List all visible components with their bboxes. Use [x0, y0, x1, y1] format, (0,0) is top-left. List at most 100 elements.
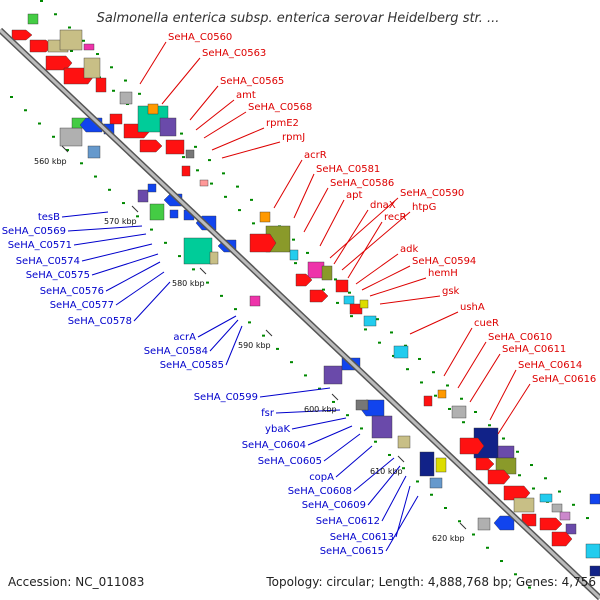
gene-label-forward[interactable]: cueR — [474, 318, 499, 329]
gene-feature[interactable] — [497, 445, 515, 459]
gene-feature[interactable] — [309, 289, 329, 303]
gene-feature[interactable] — [539, 517, 563, 531]
gene-feature[interactable] — [259, 211, 271, 223]
gene-feature[interactable] — [493, 515, 515, 531]
gene-feature[interactable] — [249, 233, 277, 253]
gene-label-reverse[interactable]: SeHA_C0615 — [320, 546, 384, 557]
gene-label-reverse[interactable]: SeHA_C0578 — [68, 316, 132, 327]
gene-feature[interactable] — [565, 523, 577, 535]
gene-label-forward[interactable]: hemH — [428, 268, 458, 279]
gene-label-forward[interactable]: SeHA_C0568 — [248, 102, 312, 113]
gene-label-reverse[interactable]: SeHA_C0577 — [50, 300, 114, 311]
gene-label-reverse[interactable]: SeHA_C0585 — [160, 360, 224, 371]
gene-feature[interactable] — [355, 399, 369, 411]
gene-feature[interactable] — [199, 179, 209, 187]
gene-feature[interactable] — [159, 117, 177, 137]
gene-feature[interactable] — [183, 237, 213, 265]
gene-feature[interactable] — [423, 395, 433, 407]
gene-feature[interactable] — [451, 405, 467, 419]
gene-feature[interactable] — [181, 165, 191, 177]
gene-label-reverse[interactable]: SeHA_C0608 — [288, 486, 352, 497]
gene-feature[interactable] — [83, 43, 95, 51]
gene-label-reverse[interactable]: fsr — [261, 408, 275, 419]
gene-feature[interactable] — [475, 457, 495, 471]
gene-feature[interactable] — [585, 543, 600, 559]
gene-label-reverse[interactable]: SeHA_C0569 — [2, 226, 66, 237]
gene-label-reverse[interactable]: SeHA_C0613 — [330, 532, 394, 543]
gene-feature[interactable] — [559, 511, 571, 521]
gene-feature[interactable] — [59, 127, 83, 147]
gene-feature[interactable] — [521, 513, 537, 527]
gene-label-forward[interactable]: SeHA_C0616 — [532, 374, 596, 385]
gene-feature[interactable] — [487, 469, 511, 485]
gene-label-reverse[interactable]: SeHA_C0605 — [258, 456, 322, 467]
gene-label-forward[interactable]: SeHA_C0611 — [502, 344, 566, 355]
gene-feature[interactable] — [307, 261, 325, 279]
gene-label-reverse[interactable]: SeHA_C0612 — [316, 516, 380, 527]
gene-label-reverse[interactable]: SeHA_C0604 — [242, 440, 306, 451]
gene-label-reverse[interactable]: ybaK — [265, 424, 290, 435]
gene-feature[interactable] — [477, 517, 491, 531]
gene-feature[interactable] — [45, 55, 73, 71]
gene-feature[interactable] — [393, 345, 409, 359]
gene-feature[interactable] — [551, 531, 573, 547]
gene-feature[interactable] — [589, 565, 600, 577]
gene-label-forward[interactable]: SeHA_C0594 — [412, 256, 476, 267]
gene-label-forward[interactable]: apt — [346, 190, 362, 201]
gene-feature[interactable] — [147, 103, 159, 115]
gene-label-reverse[interactable]: SeHA_C0599 — [194, 392, 258, 403]
gene-label-forward[interactable]: SeHA_C0590 — [400, 188, 464, 199]
gene-feature[interactable] — [551, 503, 563, 513]
gene-feature[interactable] — [323, 365, 343, 385]
gene-label-forward[interactable]: rpmJ — [282, 132, 305, 143]
gene-label-forward[interactable]: dnaX — [370, 200, 396, 211]
gene-label-forward[interactable]: gsk — [442, 286, 460, 297]
gene-feature[interactable] — [27, 13, 39, 25]
gene-label-forward[interactable]: SeHA_C0586 — [330, 178, 394, 189]
gene-label-forward[interactable]: recR — [384, 212, 407, 223]
gene-label-reverse[interactable]: acrA — [173, 332, 196, 343]
gene-feature[interactable] — [363, 315, 377, 327]
gene-label-forward[interactable]: SeHA_C0563 — [202, 48, 266, 59]
gene-feature[interactable] — [147, 183, 157, 193]
gene-feature[interactable] — [185, 149, 195, 159]
gene-feature[interactable] — [119, 91, 133, 105]
gene-label-reverse[interactable]: SeHA_C0574 — [16, 256, 80, 267]
gene-label-forward[interactable]: SeHA_C0565 — [220, 76, 284, 87]
gene-feature[interactable] — [459, 437, 485, 455]
gene-feature[interactable] — [343, 295, 355, 305]
gene-label-forward[interactable]: adk — [400, 244, 418, 255]
gene-feature[interactable] — [539, 493, 553, 503]
gene-feature[interactable] — [169, 209, 179, 219]
gene-feature[interactable] — [589, 493, 600, 505]
gene-feature[interactable] — [349, 303, 363, 315]
gene-feature[interactable] — [335, 279, 349, 293]
gene-feature[interactable] — [321, 265, 333, 281]
gene-label-forward[interactable]: SeHA_C0610 — [488, 332, 552, 343]
gene-feature[interactable] — [371, 415, 393, 439]
gene-label-reverse[interactable]: tesB — [38, 212, 60, 223]
gene-label-reverse[interactable]: SeHA_C0575 — [26, 270, 90, 281]
gene-label-forward[interactable]: amt — [236, 90, 256, 101]
gene-feature[interactable] — [137, 189, 149, 203]
gene-feature[interactable] — [397, 435, 411, 449]
gene-feature[interactable] — [11, 29, 33, 41]
gene-label-forward[interactable]: htpG — [412, 202, 436, 213]
gene-feature[interactable] — [83, 57, 101, 79]
gene-label-forward[interactable]: SeHA_C0560 — [168, 32, 232, 43]
gene-feature[interactable] — [289, 249, 299, 261]
gene-label-reverse[interactable]: SeHA_C0584 — [144, 346, 208, 357]
gene-feature[interactable] — [295, 273, 313, 287]
gene-label-reverse[interactable]: copA — [309, 472, 334, 483]
gene-feature[interactable] — [59, 29, 83, 51]
gene-feature[interactable] — [249, 295, 261, 307]
gene-feature[interactable] — [437, 389, 447, 399]
gene-feature[interactable] — [165, 139, 185, 155]
gene-label-forward[interactable]: acrR — [304, 150, 327, 161]
gene-feature[interactable] — [87, 145, 101, 159]
gene-feature[interactable] — [419, 451, 435, 477]
gene-label-forward[interactable]: rpmE2 — [266, 118, 299, 129]
gene-label-reverse[interactable]: SeHA_C0576 — [40, 286, 104, 297]
gene-feature[interactable] — [429, 477, 443, 489]
gene-feature[interactable] — [435, 457, 447, 473]
